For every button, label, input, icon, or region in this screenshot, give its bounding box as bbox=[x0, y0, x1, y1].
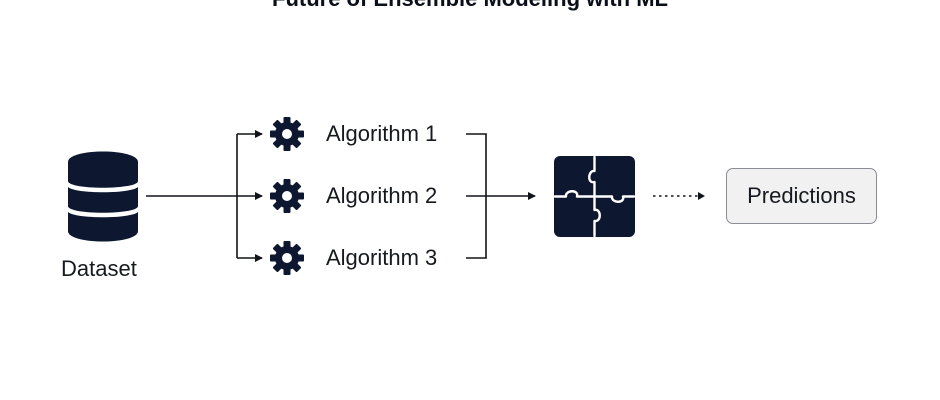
predictions-label: Predictions bbox=[747, 183, 856, 208]
database-icon bbox=[68, 151, 138, 242]
dataset-label: Dataset bbox=[61, 256, 137, 281]
algorithm-label: Algorithm 2 bbox=[326, 183, 438, 208]
gear-icon bbox=[270, 117, 304, 151]
algorithm-label: Algorithm 3 bbox=[326, 245, 438, 270]
diagram-title: Future of Ensemble Modeling with ML bbox=[0, 0, 940, 12]
puzzle-icon bbox=[553, 155, 636, 238]
gear-icon bbox=[270, 179, 304, 213]
gear-icon bbox=[270, 241, 304, 275]
predictions-box: Predictions bbox=[726, 168, 877, 224]
dotted-arrowhead bbox=[698, 192, 705, 200]
algorithm-label: Algorithm 1 bbox=[326, 121, 438, 146]
